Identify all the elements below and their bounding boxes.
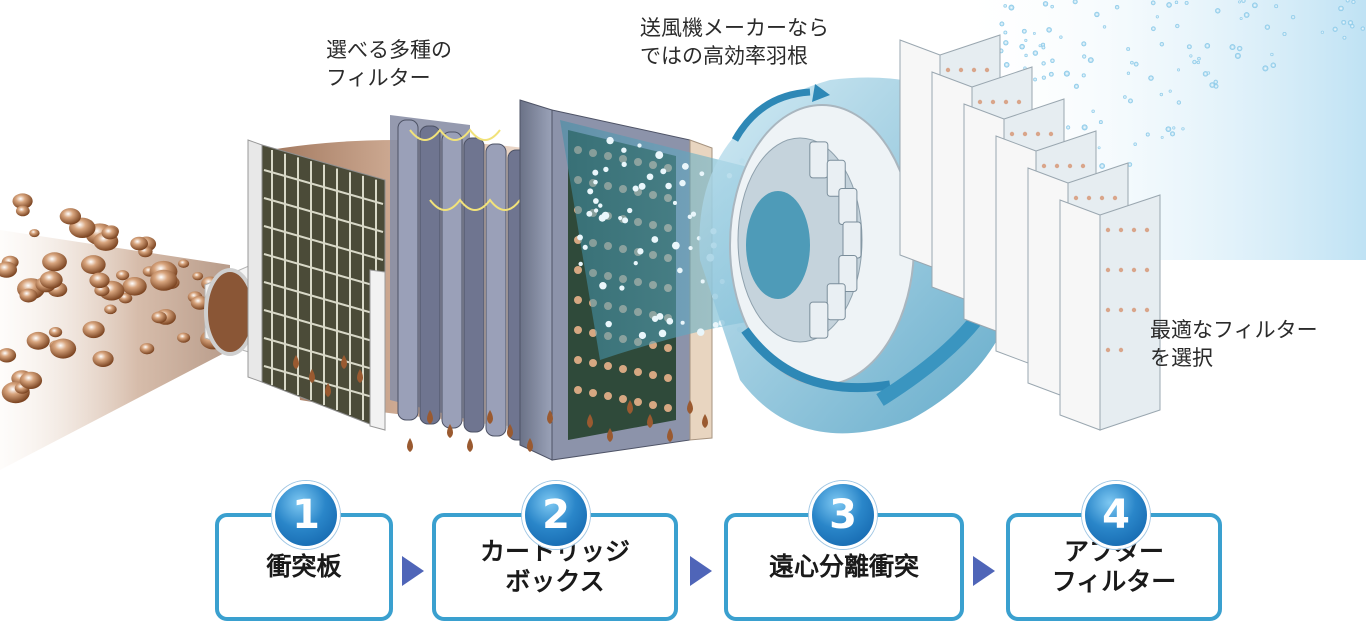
oil-droplet <box>104 304 117 315</box>
oil-droplet <box>130 236 149 251</box>
step-text: 遠心分離衝突 <box>768 552 919 581</box>
oil-droplet <box>12 193 33 209</box>
flow-arrow-icon <box>402 556 424 586</box>
oil-droplet <box>92 350 114 367</box>
flow-arrow-icon <box>973 556 995 586</box>
label-line: 選べる多種の <box>326 38 452 62</box>
step-number-badge: 3 <box>809 481 877 549</box>
label-optimal-filter: 最適なフィルター を選択 <box>1150 316 1318 372</box>
oil-droplet <box>15 205 30 217</box>
label-line: ではの高効率羽根 <box>640 44 808 68</box>
oil-droplet <box>177 332 191 343</box>
oil-droplet <box>122 277 147 296</box>
oil-droplet <box>101 226 119 240</box>
step-text: フィルター <box>1051 567 1177 596</box>
step-text: ボックス <box>505 567 605 596</box>
label-line: 最適なフィルター <box>1150 318 1318 342</box>
oil-droplet <box>19 371 43 390</box>
oil-droplet <box>42 252 67 272</box>
oil-droplet <box>89 272 110 289</box>
flow-arrow-icon <box>690 556 712 586</box>
oil-droplet <box>39 271 63 289</box>
oil-droplet <box>48 326 63 338</box>
step-number-badge: 4 <box>1082 481 1150 549</box>
after-filter-panels <box>899 34 1161 431</box>
step-box-impact-plate: 衝突板 <box>215 513 393 621</box>
oil-droplet <box>150 269 178 291</box>
step-number-badge: 2 <box>522 481 590 549</box>
oil-droplet <box>26 331 50 350</box>
step-text: 衝突板 <box>266 552 342 581</box>
impact-plate <box>247 139 386 431</box>
oil-mist-inflow <box>0 193 230 470</box>
label-line: フィルター <box>326 66 431 90</box>
oil-droplet <box>19 288 38 303</box>
oil-drips <box>293 355 708 452</box>
oil-droplet <box>50 338 77 359</box>
oil-droplet <box>59 208 82 225</box>
label-line: 送風機メーカーなら <box>640 16 829 40</box>
oil-droplet <box>151 311 167 324</box>
oil-droplet <box>116 270 130 281</box>
label-selectable-filters: 選べる多種の フィルター <box>326 36 452 92</box>
oil-droplet <box>81 255 106 275</box>
oil-droplet <box>29 229 40 238</box>
oil-droplet <box>192 271 204 281</box>
oil-droplet <box>0 261 18 278</box>
oil-droplet <box>82 321 105 339</box>
label-line: を選択 <box>1150 346 1213 370</box>
oil-droplet <box>178 259 190 268</box>
oil-droplet <box>139 343 155 355</box>
oil-droplet <box>0 348 17 363</box>
label-high-efficiency-blades: 送風機メーカーなら ではの高効率羽根 <box>640 14 829 70</box>
step-number-badge: 1 <box>272 481 340 549</box>
